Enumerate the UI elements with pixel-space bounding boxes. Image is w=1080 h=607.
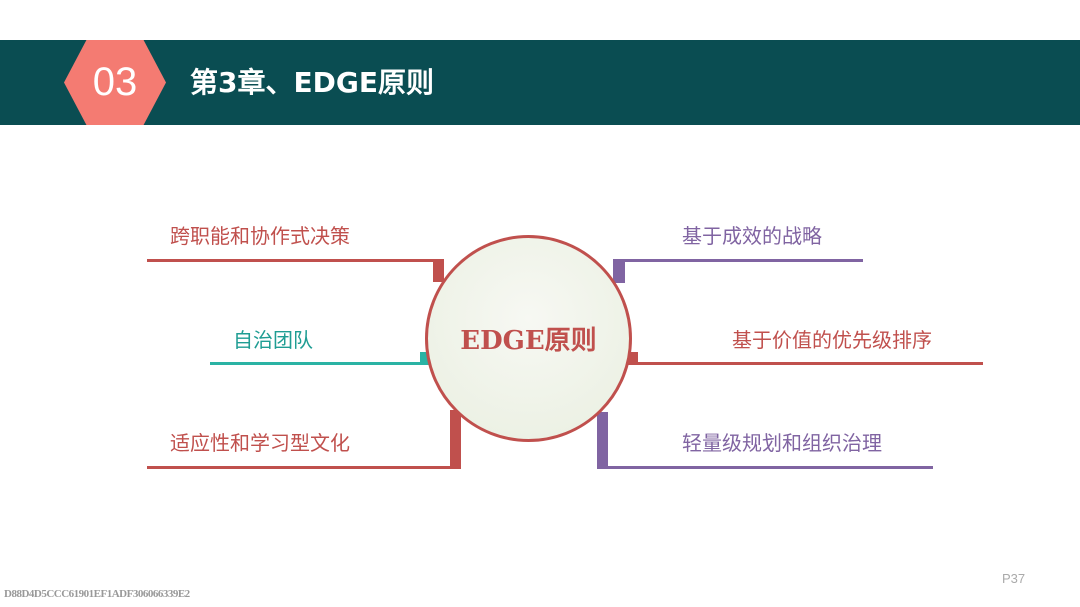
chapter-hexagon	[64, 40, 166, 125]
connector-line-left-bottom	[147, 466, 461, 469]
connector-tab-right-bottom	[597, 412, 608, 468]
document-code: D88D4D5CCC61901EF1ADF306066339E2	[4, 588, 190, 600]
connector-tab-left-top	[433, 259, 444, 282]
connector-line-right-top	[613, 259, 863, 262]
page-title: 第3章、EDGE原则	[190, 66, 434, 99]
connector-tab-left-mid	[420, 352, 430, 364]
item-right-top: 基于成效的战略	[682, 224, 822, 248]
page-number: P37	[1002, 571, 1026, 586]
item-right-bottom: 轻量级规划和组织治理	[682, 431, 882, 455]
chapter-number: 03	[92, 60, 138, 104]
center-label: EDGE原则	[460, 326, 597, 356]
connector-tab-right-top	[613, 259, 625, 283]
connector-line-right-mid	[626, 362, 983, 365]
header-band	[0, 40, 1080, 125]
item-left-top: 跨职能和协作式决策	[170, 224, 350, 248]
item-left-bottom: 适应性和学习型文化	[170, 431, 350, 455]
connector-line-right-bottom	[597, 466, 933, 469]
item-left-mid: 自治团队	[233, 328, 313, 352]
connector-tab-left-bottom	[450, 410, 461, 468]
center-circle: EDGE原则	[425, 235, 632, 442]
connector-line-left-mid	[210, 362, 432, 365]
connector-line-left-top	[147, 259, 444, 262]
item-right-mid: 基于价值的优先级排序	[732, 328, 932, 352]
